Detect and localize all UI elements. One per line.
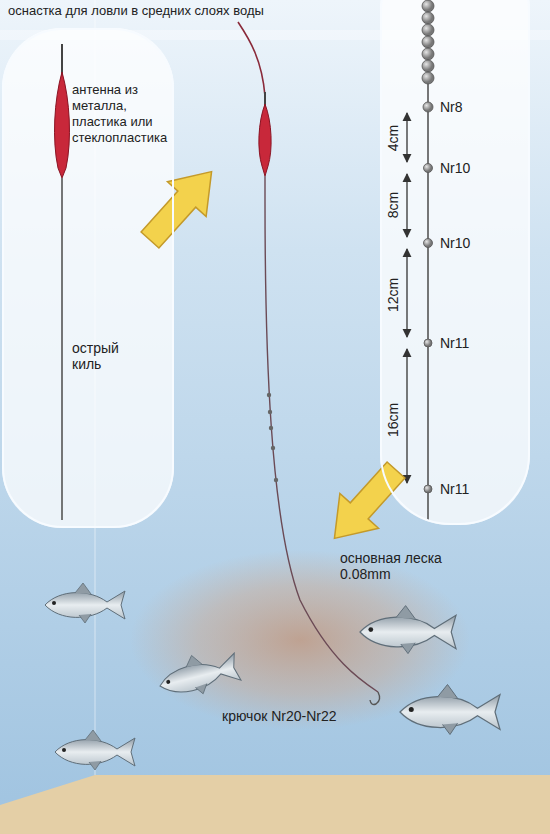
callout-fill — [2, 28, 174, 528]
sand-bottom — [0, 775, 550, 834]
fish — [45, 583, 500, 770]
callout-fill — [380, 0, 530, 525]
dimension: 8cm — [385, 192, 401, 218]
bubble-outline — [380, 0, 530, 525]
float-detail — [55, 44, 70, 520]
shot-size: Nr10 — [440, 235, 470, 251]
shot-size: Nr10 — [440, 160, 470, 176]
callout-bubble: антенна из металла, пластика или стеклоп… — [2, 28, 174, 528]
dimension: 16cm — [385, 403, 401, 437]
part-note: острый киль — [72, 340, 152, 372]
shot-size: Nr8 — [440, 99, 463, 115]
shot-size: Nr11 — [440, 481, 469, 497]
rig — [238, 22, 380, 705]
pointer-arrow — [315, 453, 415, 556]
shot-size: Nr11 — [440, 335, 469, 351]
pointer-arrow — [131, 154, 231, 257]
line-note: основная леска 0.08mm — [340, 550, 475, 582]
dimension-arrows — [406, 113, 407, 483]
callout-bubble: Nr84cmNr108cmNr1012cmNr1116cmNr11 — [380, 0, 530, 525]
dimension: 12cm — [385, 278, 401, 312]
part-note: антенна из металла, пластика или стеклоп… — [72, 82, 172, 146]
shot-line — [422, 0, 434, 520]
dimension: 4cm — [385, 125, 401, 151]
title: оснастка для ловли в средних слоях воды — [8, 3, 264, 19]
hook-note: крючок Nr20-Nr22 — [222, 708, 337, 724]
